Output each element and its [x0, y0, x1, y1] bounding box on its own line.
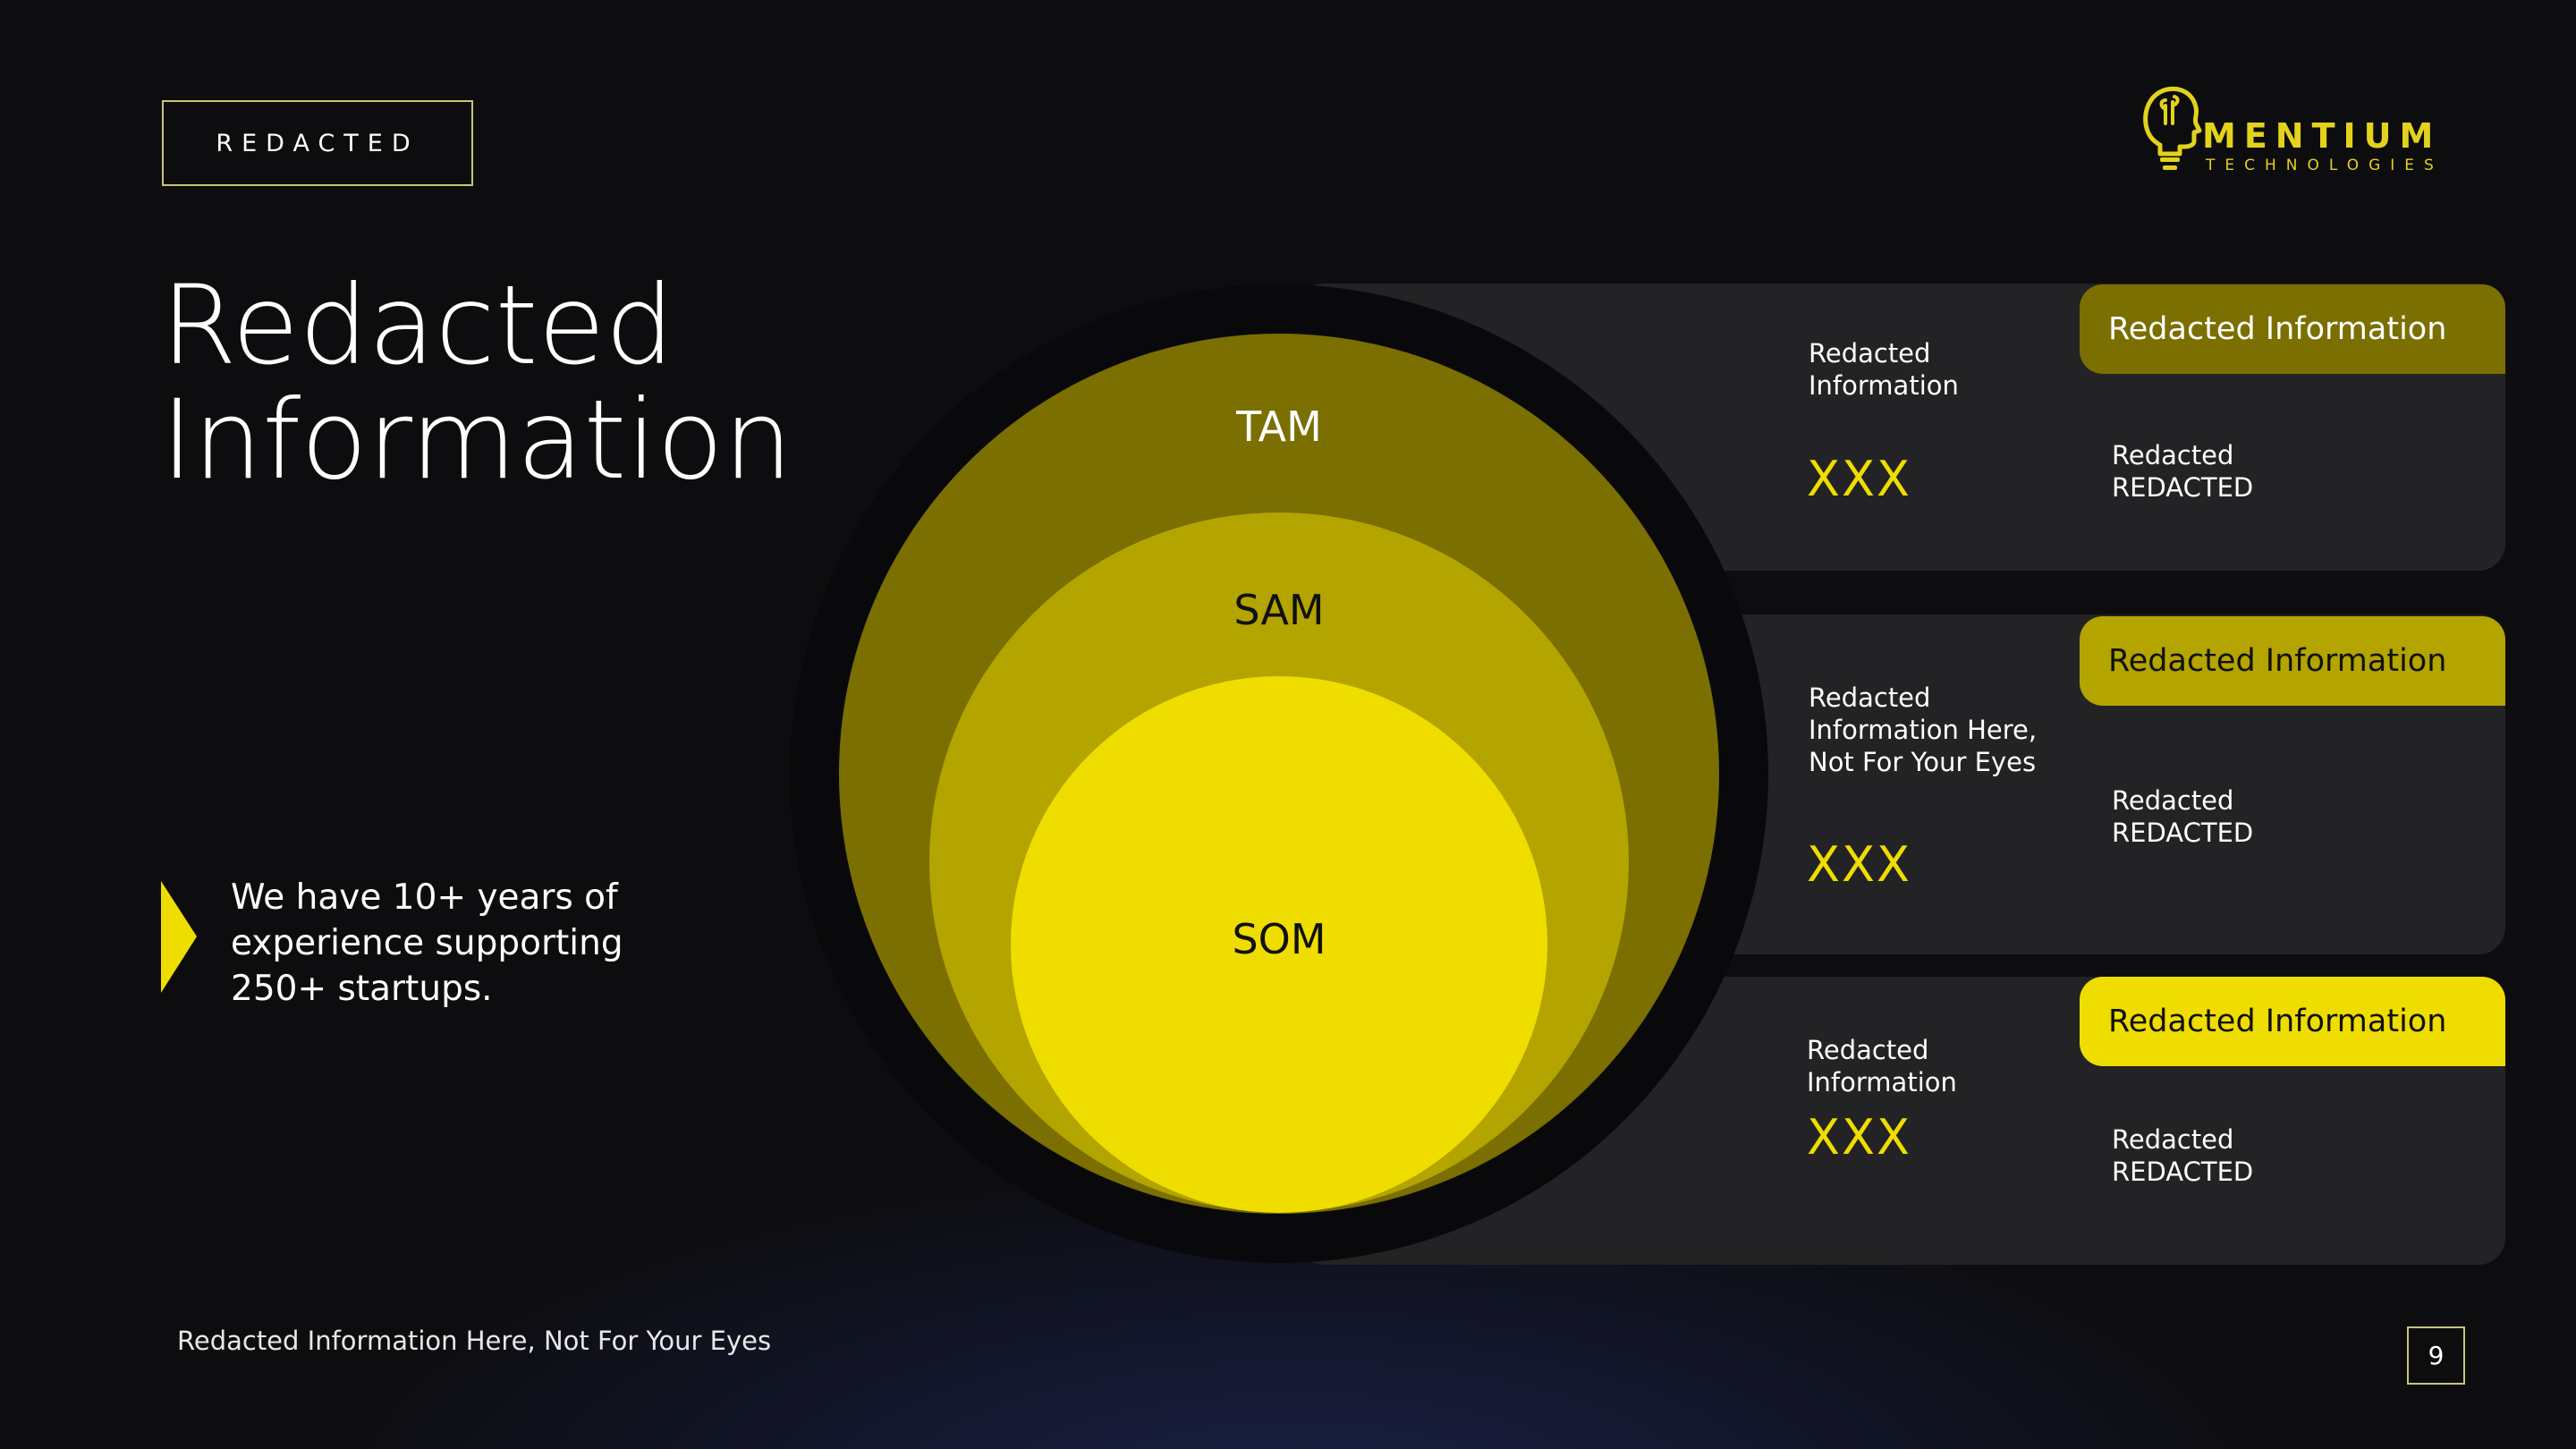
card-1-label: Redacted Information — [1809, 337, 1959, 402]
bullet-arrow-icon — [161, 881, 197, 993]
card-1-label-line-1: Redacted — [1809, 338, 1931, 369]
section-tag: REDACTED — [162, 100, 473, 186]
card-3-sub-line-1: Redacted — [2112, 1124, 2234, 1155]
card-1-sub: Redacted REDACTED — [2112, 439, 2253, 504]
card-1-sub-line-1: Redacted — [2112, 440, 2234, 470]
som-label: SOM — [1232, 915, 1326, 963]
card-2-sub: Redacted REDACTED — [2112, 784, 2253, 849]
footer-note: Redacted Information Here, Not For Your … — [177, 1326, 772, 1356]
page-title-line-2: Information — [161, 377, 793, 504]
card-2-tab: Redacted Information — [2080, 616, 2505, 706]
card-3-label-line-1: Redacted — [1807, 1035, 1929, 1065]
logo-subtitle: TECHNOLOGIES — [2206, 157, 2444, 174]
card-3-sub-line-2: REDACTED — [2112, 1157, 2254, 1187]
card-2-label-line-2: Information Here, — [1809, 715, 2038, 745]
card-2-label-line-1: Redacted — [1809, 682, 1931, 713]
card-3-tab: Redacted Information — [2080, 977, 2505, 1066]
bullet-line-3: 250+ startups. — [231, 969, 493, 1009]
som-circle — [1011, 676, 1547, 1213]
logo-wordmark: MENTIUM — [2202, 116, 2442, 156]
card-2-sub-line-2: REDACTED — [2112, 818, 2254, 848]
card-3-label: Redacted Information — [1807, 1034, 1957, 1098]
bullet-text: We have 10+ years of experience supporti… — [231, 875, 678, 1012]
card-1-label-line-2: Information — [1809, 370, 1959, 401]
lightbulb-head-icon — [2143, 86, 2202, 170]
tam-label: TAM — [1236, 402, 1322, 451]
card-3-value: XXX — [1807, 1109, 1911, 1165]
card-1-tab: Redacted Information — [2080, 284, 2505, 374]
card-2-label-line-3: Not For Your Eyes — [1809, 747, 2037, 777]
card-2-label: Redacted Information Here, Not For Your … — [1809, 682, 2037, 778]
card-1-sub-line-2: REDACTED — [2112, 472, 2254, 503]
bullet-line-1: We have 10+ years of — [231, 877, 618, 918]
sam-label: SAM — [1233, 586, 1325, 634]
market-size-diagram — [790, 284, 1768, 1263]
card-3-sub: Redacted REDACTED — [2112, 1123, 2253, 1188]
card-3-label-line-2: Information — [1807, 1067, 1957, 1097]
page-title: Redacted Information — [161, 268, 841, 497]
page-number: 9 — [2407, 1326, 2465, 1385]
card-1-value: XXX — [1807, 451, 1911, 507]
page-title-line-1: Redacted — [161, 262, 674, 389]
card-2-value: XXX — [1807, 836, 1911, 893]
card-2-sub-line-1: Redacted — [2112, 785, 2234, 816]
bullet-line-2: experience supporting — [231, 923, 623, 963]
